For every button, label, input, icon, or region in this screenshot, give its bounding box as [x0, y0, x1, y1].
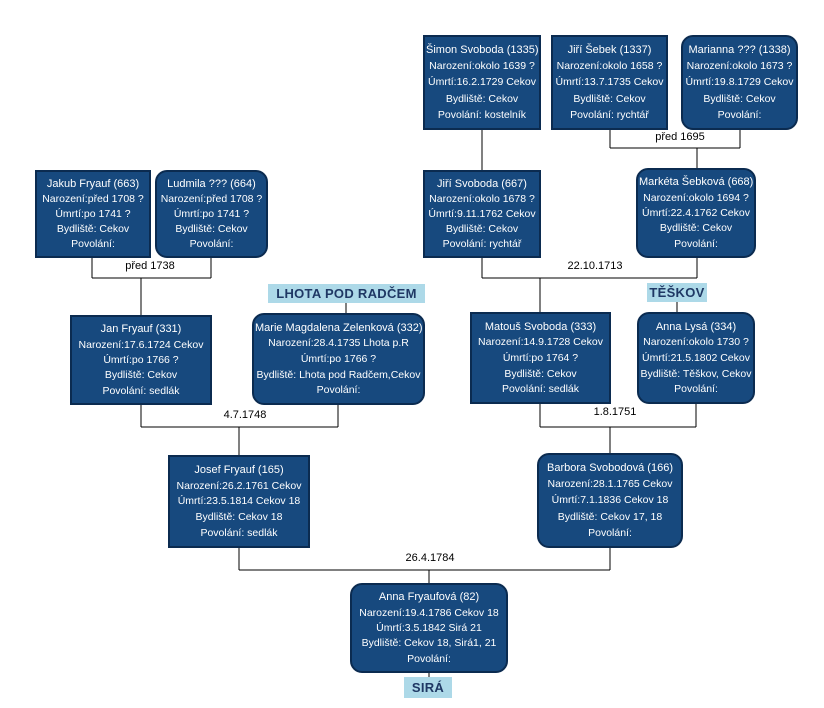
- person-occupation: Povolání:: [717, 108, 762, 121]
- person-occupation: Povolání:: [588, 526, 632, 539]
- person-birth: Narození:28.4.1735 Lhota p.R: [268, 337, 409, 350]
- person-name: Jakub Fryauf (663): [46, 178, 140, 190]
- person-occupation: Povolání: sedlák: [200, 527, 278, 540]
- person-occupation: Povolání:: [189, 238, 234, 250]
- person-name: Markéta Šebková (668): [639, 176, 754, 189]
- person-name: Marianna ??? (1338): [688, 44, 791, 57]
- person-box-marketa-sebkova[interactable]: Markéta Šebková (668) Narození:okolo 169…: [636, 168, 756, 258]
- person-birth: Narození:19.4.1786 Cekov 18: [359, 606, 499, 619]
- person-death: Úmrtí:7.1.1836 Cekov 18: [551, 494, 669, 507]
- person-box-jan-fryauf[interactable]: Jan Fryauf (331) Narození:17.6.1724 Ceko…: [70, 315, 212, 405]
- person-occupation: Povolání:: [674, 237, 718, 250]
- person-death: Úmrtí:po 1741 ?: [55, 208, 131, 220]
- person-name: Anna Fryaufová (82): [378, 591, 480, 604]
- person-death: Úmrtí:po 1766 ?: [300, 352, 377, 365]
- person-death: Úmrtí:19.8.1729 Cekov: [685, 76, 794, 89]
- marriage-date-matous-anna: 1.8.1751: [593, 406, 637, 418]
- person-box-anna-fryaufova[interactable]: Anna Fryaufová (82) Narození:19.4.1786 C…: [350, 583, 508, 673]
- marriage-date-sebek-marianna: před 1695: [655, 131, 705, 143]
- person-birth: Narození:okolo 1673 ?: [686, 60, 793, 73]
- person-name: Ludmila ??? (664): [167, 178, 256, 190]
- person-occupation: Povolání:: [407, 652, 451, 665]
- person-occupation: Povolání:: [316, 384, 361, 397]
- person-occupation: Povolání:: [71, 238, 115, 250]
- person-box-jakub-fryauf[interactable]: Jakub Fryauf (663) Narození:před 1708 ? …: [35, 170, 151, 258]
- person-occupation: Povolání: kostelník: [437, 108, 527, 121]
- person-death: Úmrtí:13.7.1735 Cekov: [555, 76, 664, 89]
- person-box-anna-lysa[interactable]: Anna Lysá (334) Narození:okolo 1730 ? Úm…: [637, 312, 755, 404]
- person-box-ludmila[interactable]: Ludmila ??? (664) Narození:před 1708 ? Ú…: [155, 170, 268, 258]
- person-death: Úmrtí:21.5.1802 Cekov: [642, 351, 750, 364]
- person-name: Jiří Šebek (1337): [567, 44, 652, 57]
- person-residence: Bydliště: Cekov: [504, 367, 577, 380]
- person-residence: Bydliště: Cekov: [703, 92, 776, 105]
- marriage-date-josef-barbora: 26.4.1784: [405, 552, 455, 564]
- person-name: Šimon Svoboda (1335): [426, 44, 539, 57]
- person-death: Úmrtí:16.2.1729 Cekov: [428, 76, 536, 89]
- person-death: Úmrtí:22.4.1762 Cekov: [642, 206, 750, 219]
- person-residence: Bydliště: Cekov: [573, 92, 646, 105]
- person-name: Anna Lysá (334): [655, 320, 737, 333]
- person-residence: Bydliště: Cekov 17, 18: [557, 510, 663, 523]
- person-box-marianna[interactable]: Marianna ??? (1338) Narození:okolo 1673 …: [681, 35, 798, 130]
- person-birth: Narození:okolo 1658 ?: [556, 60, 663, 73]
- person-death: Úmrtí:3.5.1842 Sirá 21: [376, 621, 482, 634]
- person-occupation: Povolání: sedlák: [102, 384, 180, 397]
- person-name: Josef Fryauf (165): [194, 463, 284, 476]
- person-occupation: Povolání: rychtář: [442, 238, 522, 250]
- person-residence: Bydliště: Těškov, Cekov: [640, 367, 752, 380]
- person-box-jiri-svoboda[interactable]: Jiří Svoboda (667) Narození:okolo 1678 ?…: [423, 170, 541, 258]
- person-residence: Bydliště: Cekov: [445, 223, 519, 235]
- place-label-lhota-pod-radcem: LHOTA POD RADČEM: [268, 284, 425, 303]
- person-residence: Bydliště: Cekov: [104, 369, 178, 382]
- person-box-jiri-sebek[interactable]: Jiří Šebek (1337) Narození:okolo 1658 ? …: [551, 35, 668, 130]
- person-birth: Narození:okolo 1639 ?: [429, 60, 535, 73]
- person-birth: Narození:před 1708 ?: [42, 193, 144, 205]
- person-residence: Bydliště: Cekov: [56, 223, 130, 235]
- person-death: Úmrtí:23.5.1814 Cekov 18: [177, 495, 301, 508]
- person-box-barbora-svobodova[interactable]: Barbora Svobodová (166) Narození:28.1.17…: [537, 453, 683, 548]
- person-name: Matouš Svoboda (333): [484, 320, 597, 333]
- marriage-date-jan-marie: 4.7.1748: [223, 409, 267, 421]
- person-occupation: Povolání: sedlák: [501, 383, 580, 396]
- marriage-date-jakub-ludmila: před 1738: [125, 260, 175, 272]
- person-birth: Narození:okolo 1678 ?: [429, 193, 535, 205]
- place-label-teskov: TĚŠKOV: [647, 283, 707, 302]
- person-occupation: Povolání:: [674, 383, 718, 396]
- person-birth: Narození:14.9.1728 Cekov: [478, 336, 603, 349]
- person-death: Úmrtí:po 1766 ?: [103, 353, 179, 366]
- person-name: Jan Fryauf (331): [100, 323, 182, 336]
- person-residence: Bydliště: Cekov: [445, 92, 519, 105]
- person-death: Úmrtí:po 1741 ?: [173, 208, 250, 220]
- person-box-marie-magdalena-zelenkova[interactable]: Marie Magdalena Zelenková (332) Narození…: [252, 313, 425, 405]
- person-birth: Narození:před 1708 ?: [160, 193, 263, 205]
- place-label-sira: SIRÁ: [404, 677, 452, 698]
- person-name: Barbora Svobodová (166): [547, 462, 673, 475]
- person-occupation: Povolání: rychtář: [570, 108, 649, 121]
- person-residence: Bydliště: Cekov: [175, 223, 248, 235]
- person-residence: Bydliště: Cekov 18, Sirá1, 21: [361, 637, 497, 650]
- person-death: Úmrtí:9.11.1762 Cekov: [428, 208, 536, 220]
- marriage-date-jiri-marketa: 22.10.1713: [567, 260, 623, 272]
- person-residence: Bydliště: Cekov 18: [195, 511, 283, 524]
- person-box-simon-svoboda[interactable]: Šimon Svoboda (1335) Narození:okolo 1639…: [423, 35, 541, 130]
- person-birth: Narození:okolo 1730 ?: [643, 336, 749, 349]
- person-birth: Narození:okolo 1694 ?: [643, 191, 749, 204]
- person-death: Úmrtí:po 1764 ?: [502, 351, 579, 364]
- person-residence: Bydliště: Lhota pod Radčem,Cekov: [256, 368, 421, 381]
- person-birth: Narození:17.6.1724 Cekov: [78, 338, 204, 351]
- person-birth: Narození:28.1.1765 Cekov: [547, 478, 673, 491]
- person-name: Jiří Svoboda (667): [437, 178, 527, 190]
- person-birth: Narození:26.2.1761 Cekov: [176, 479, 302, 492]
- person-residence: Bydliště: Cekov: [659, 222, 733, 235]
- person-box-josef-fryauf[interactable]: Josef Fryauf (165) Narození:26.2.1761 Ce…: [168, 455, 310, 548]
- person-name: Marie Magdalena Zelenková (332): [255, 321, 423, 334]
- person-box-matous-svoboda[interactable]: Matouš Svoboda (333) Narození:14.9.1728 …: [470, 312, 611, 404]
